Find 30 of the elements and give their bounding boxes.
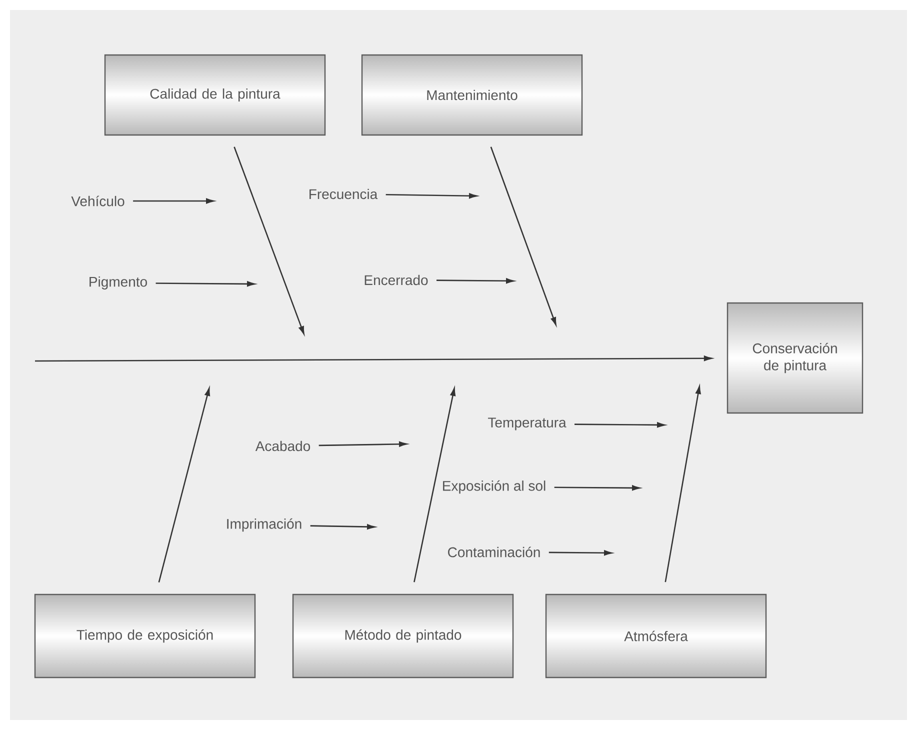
cause-label: Encerrado [364, 274, 428, 286]
cause-category-box: Tiempo de exposición [34, 594, 256, 678]
cause-category-box: Mantenimiento [361, 54, 583, 136]
arrow [156, 281, 256, 287]
arrow [310, 524, 376, 530]
cause-label: Exposición al sol [443, 480, 546, 494]
arrow [386, 193, 478, 198]
cause-label: Imprimación [227, 518, 302, 532]
cause-label: Vehículo [71, 196, 124, 206]
cause-label: Acabado [255, 440, 310, 452]
arrow [318, 442, 408, 447]
bone-arrow [414, 388, 456, 582]
arrow [548, 550, 612, 556]
cause-category-box: Conservación de pintura [726, 302, 864, 414]
cause-label: Temperatura [488, 418, 566, 430]
spine-arrow [35, 356, 712, 362]
arrow [554, 485, 640, 491]
cause-category-box: Método de pintado [292, 594, 514, 678]
arrow [133, 198, 214, 204]
bone-arrow [490, 146, 556, 326]
cause-label: Pigmento [90, 276, 147, 290]
bone-arrow [234, 146, 304, 334]
cause-category-box: Calidad de la pintura [104, 54, 326, 136]
arrow [574, 422, 666, 428]
bone-arrow [158, 388, 210, 582]
arrow [436, 278, 514, 284]
bone-arrow [664, 386, 701, 582]
cause-label: Frecuencia [310, 188, 378, 200]
cause-label: Contaminación [448, 546, 540, 558]
cause-category-box: Atmósfera [545, 594, 767, 678]
